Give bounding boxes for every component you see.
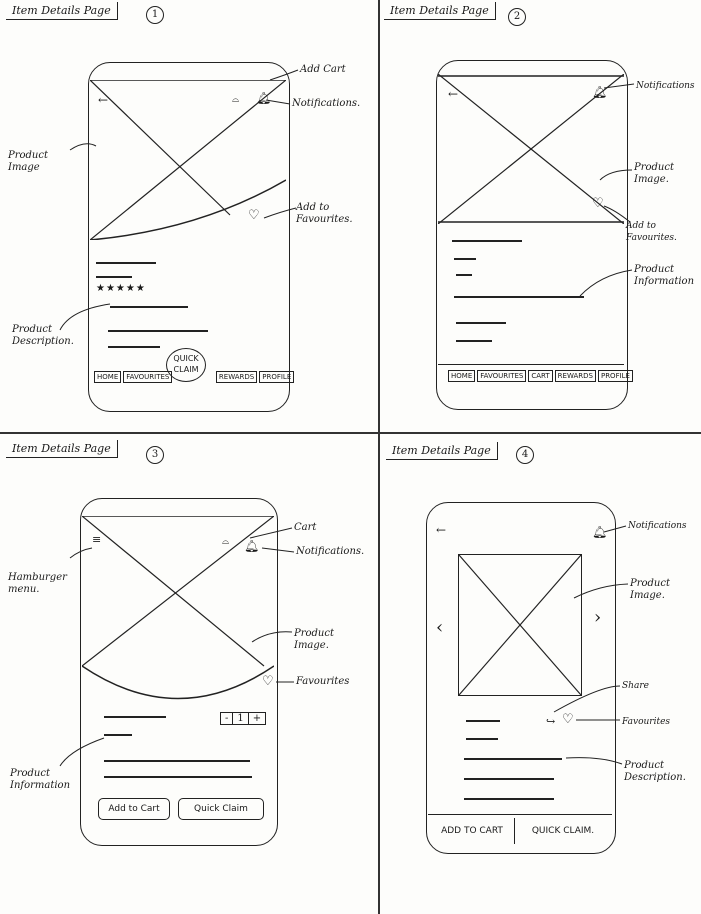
quick-claim-button[interactable]: QUICK CLAIM. [531,826,595,836]
info-line [104,776,252,778]
sketch-number: 1 [146,6,164,24]
title-line [452,240,522,242]
annotation-notifications: Notifications [628,521,687,531]
title-line [96,262,156,264]
desc-line [464,758,562,760]
annotation-product-image: Product Image [8,150,48,173]
annotation-product-description: Product Description. [624,760,686,783]
annotation-notifications: Notifications [636,81,695,91]
vertical-divider [378,0,380,914]
bottom-nav: HOME FAVOURITES CART REWARDS PROFILE [448,370,633,382]
nav-rewards[interactable]: REWARDS [215,371,258,383]
annotation-hamburger: Hamburger menu. [8,572,67,595]
nav-favourites[interactable]: FAVOURITES [477,370,527,382]
desc-line [464,798,554,800]
desc-line [108,330,208,332]
info-line [456,340,492,342]
annotation-favourites: Favourites [296,676,350,687]
nav-favourites[interactable]: FAVOURITES [123,371,173,383]
arrow-left-icon[interactable]: ← [448,87,459,101]
annotation-cart: Add Cart [300,64,346,75]
arrow-left-icon[interactable]: ← [98,93,109,107]
phone-frame [436,60,628,410]
desc-line [464,778,554,780]
annotation-product-description: Product Description. [12,324,74,347]
product-image-placeholder [458,554,582,696]
price-line [96,276,132,278]
sketch-title: Item Details Page [6,440,118,458]
price-line [454,258,476,260]
annotation-favourites: Favourites [622,717,671,727]
desc-line [110,306,188,308]
nav-cart[interactable]: CART [528,370,553,382]
annotation-notifications: Notifications. [292,98,361,109]
annotation-product-image: Product Image. [634,162,674,185]
annotation-favourites: Add to Favourites. [296,202,353,225]
annotation-product-image: Product Image. [294,628,334,651]
increment-button[interactable]: + [252,713,262,724]
bell-icon[interactable]: 🔔︎ [592,85,608,99]
bell-icon[interactable]: 🔔︎ [592,525,608,539]
nav-home[interactable]: HOME [94,371,122,383]
arrow-left-icon[interactable]: ← [436,523,447,537]
annotation-product-information: Product Information [634,264,695,287]
annotation-product-image: Product Image. [630,578,670,601]
decrement-button[interactable]: - [221,713,234,724]
phone-frame [88,62,290,412]
annotation-product-information: Product Information [10,768,71,791]
rating-stars: ★★★★★ [96,283,146,294]
sketch-number: 3 [146,446,164,464]
add-to-cart-button[interactable]: Add to Cart [98,798,170,820]
price-line [466,738,498,740]
bell-icon[interactable]: 🔔︎ [244,539,260,553]
annotation-cart: Cart [294,522,317,533]
heart-icon[interactable]: ♡ [248,208,260,223]
price-line [104,734,132,736]
cart-icon[interactable]: ⌓ [222,537,230,547]
sketch-title: Item Details Page [6,2,118,20]
product-image-placeholder [438,74,624,224]
nav-rewards[interactable]: REWARDS [554,370,596,382]
action-bar-divider [428,814,612,815]
annotation-notifications: Notifications. [296,546,365,557]
sketch-title: Item Details Page [384,2,496,20]
info-line [454,296,584,298]
quantity-stepper[interactable]: - 1 + [220,712,267,725]
sketch-number: 2 [508,8,526,26]
cart-icon[interactable]: ⌓ [232,95,240,105]
bottom-nav: HOME FAVOURITES XXXXXXX REWARDS PROFILE [94,371,295,383]
quantity-value: 1 [233,713,249,724]
product-image-placeholder [82,516,274,710]
nav-home[interactable]: HOME [448,370,476,382]
product-image-placeholder [90,80,286,240]
title-line [104,716,166,718]
annotation-favourites: Add to Favourites. [626,221,677,243]
bell-icon[interactable]: 🔔︎ [256,91,272,105]
nav-profile[interactable]: PROFILE [597,370,633,382]
chevron-left-icon[interactable]: ‹ [436,617,444,638]
add-to-cart-button[interactable]: ADD TO CART [430,818,515,844]
info-line [456,274,472,276]
desc-line [108,346,160,348]
info-line [456,322,506,324]
nav-divider [438,364,624,365]
annotation-share: Share [622,681,649,691]
sketch-number: 4 [516,446,534,464]
chevron-right-icon[interactable]: › [594,607,602,628]
title-line [466,720,500,722]
heart-icon[interactable]: ♡ [562,712,574,727]
quick-claim-button[interactable]: Quick Claim [178,798,264,820]
hamburger-menu-icon[interactable]: ≡ [92,533,102,546]
sketch-title: Item Details Page [386,442,498,460]
share-icon[interactable]: ↪ [546,715,556,728]
heart-icon[interactable]: ♡ [262,674,274,689]
phone-frame [426,502,616,854]
phone-frame [80,498,278,846]
nav-profile[interactable]: PROFILE [259,371,295,383]
horizontal-divider [0,432,701,434]
info-line [104,760,250,762]
quick-claim-button[interactable]: QUICK CLAIM [166,348,206,382]
heart-icon[interactable]: ♡ [592,196,604,211]
